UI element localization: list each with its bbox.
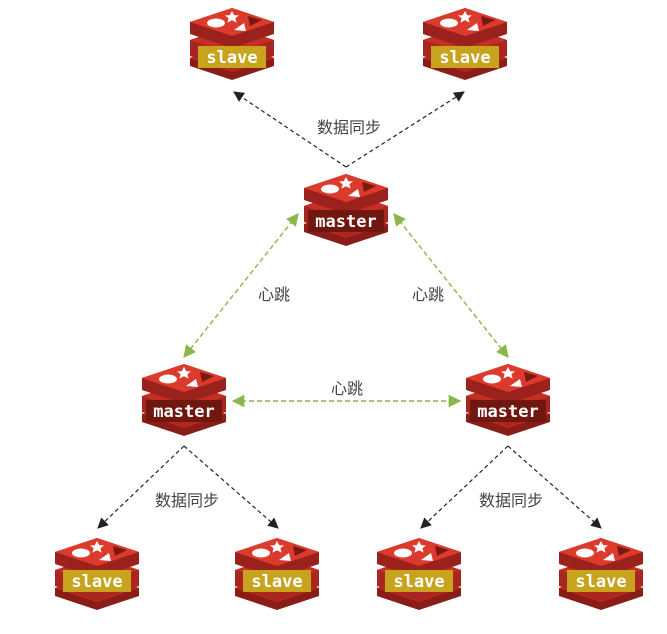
sync-arrow-left-1 xyxy=(97,445,185,529)
slave-label-badge xyxy=(63,570,131,592)
slave-node-bottom-3[interactable]: slave xyxy=(377,538,461,610)
slave-label: slave xyxy=(439,48,490,68)
sync-arrow-top-right xyxy=(345,91,465,168)
slave-label: slave xyxy=(71,572,122,592)
slave-label-badge xyxy=(198,46,266,68)
slave-label-badge xyxy=(567,570,635,592)
slave-node-bottom-2[interactable]: slave xyxy=(235,538,319,610)
sync-arrow-left-2 xyxy=(183,445,279,529)
slave-node-bottom-4[interactable]: slave xyxy=(559,538,643,610)
edge-label-heartbeat-right: 心跳 xyxy=(412,285,444,304)
heartbeat-arrow-top-left xyxy=(183,213,299,358)
edge-label-sync-top: 数据同步 xyxy=(317,118,381,137)
edge-label-sync-left: 数据同步 xyxy=(155,491,219,510)
slave-label: slave xyxy=(575,572,626,592)
master-node-top[interactable]: master xyxy=(304,174,388,246)
slave-node-top-left[interactable]: slave xyxy=(190,8,274,80)
edge-label-heartbeat-middle: 心跳 xyxy=(331,379,363,398)
edge-label-heartbeat-left: 心跳 xyxy=(258,285,290,304)
master-label-badge xyxy=(308,210,384,232)
master-label-badge xyxy=(470,400,546,422)
master-label-badge xyxy=(146,400,222,422)
master-label: master xyxy=(153,402,214,422)
slave-label-badge xyxy=(431,46,499,68)
slave-label-badge xyxy=(243,570,311,592)
slave-node-bottom-1[interactable]: slave xyxy=(55,538,139,610)
redis-logo-icon xyxy=(190,8,274,80)
sync-arrow-right-1 xyxy=(420,445,509,529)
slave-label: slave xyxy=(206,48,257,68)
slave-label: slave xyxy=(393,572,444,592)
master-node-right[interactable]: master xyxy=(466,364,550,436)
redis-logo-icon xyxy=(423,8,507,80)
sync-arrow-right-2 xyxy=(507,445,602,529)
master-label: master xyxy=(315,212,376,232)
edge-label-sync-right: 数据同步 xyxy=(479,491,543,510)
slave-label-badge xyxy=(385,570,453,592)
slave-label: slave xyxy=(251,572,302,592)
master-node-left[interactable]: master xyxy=(142,364,226,436)
slave-node-top-right[interactable]: slave xyxy=(423,8,507,80)
sync-arrow-top-left xyxy=(233,91,347,168)
master-label: master xyxy=(477,402,538,422)
heartbeat-arrow-top-right xyxy=(393,213,509,358)
